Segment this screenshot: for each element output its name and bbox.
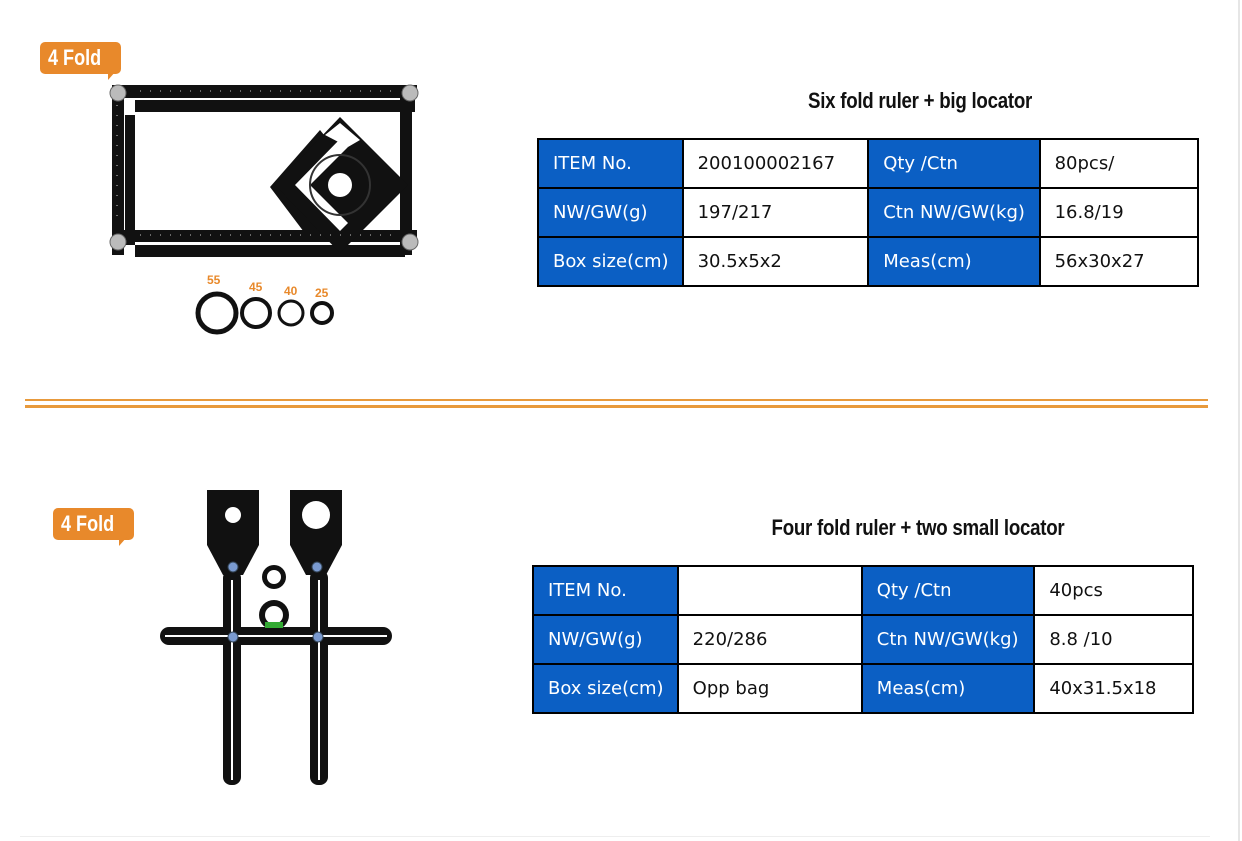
spec-label: Box size(cm) [537, 236, 684, 287]
spec-value: Opp bag [676, 663, 863, 714]
table-row: Box size(cm) Opp bag Meas(cm) 40x31.5x18 [532, 663, 1194, 714]
locator-rings-image [195, 291, 334, 335]
table-row: ITEM No. 200100002167 Qty /Ctn 80pcs/ [537, 138, 1200, 189]
spec-value: 40pcs [1033, 565, 1194, 616]
product-title: Four fold ruler + two small locator [771, 515, 1065, 540]
spec-value: 80pcs/ [1038, 138, 1200, 189]
table-row: ITEM No. Qty /Ctn 40pcs [532, 565, 1194, 616]
spec-label: Meas(cm) [860, 663, 1036, 714]
spec-value: 56x30x27 [1038, 236, 1200, 287]
spec-table: ITEM No. 200100002167 Qty /Ctn 80pcs/ NW… [537, 138, 1200, 287]
spec-label: NW/GW(g) [532, 614, 679, 665]
section-divider [25, 405, 1208, 408]
spec-value: 220/286 [676, 614, 863, 665]
divider [20, 836, 1210, 837]
ring-size-label: 40 [284, 284, 298, 298]
ring-size-label: 55 [207, 273, 221, 287]
section-divider [25, 399, 1208, 401]
table-row: NW/GW(g) 220/286 Ctn NW/GW(kg) 8.8 /10 [532, 614, 1194, 665]
spec-value: 30.5x5x2 [681, 236, 870, 287]
spec-label: Qty /Ctn [860, 565, 1036, 616]
spec-label: Meas(cm) [867, 236, 1041, 287]
spec-value: 200100002167 [681, 138, 870, 189]
spec-label: Ctn NW/GW(kg) [867, 187, 1041, 238]
spec-label: Box size(cm) [532, 663, 679, 714]
ring-size-label: 25 [315, 286, 329, 300]
spec-label: NW/GW(g) [537, 187, 684, 238]
spec-label: ITEM No. [532, 565, 679, 616]
spec-label: ITEM No. [537, 138, 684, 189]
page-edge [1238, 0, 1240, 841]
spec-value: 16.8/19 [1038, 187, 1200, 238]
spec-label: Qty /Ctn [867, 138, 1041, 189]
spec-label: Ctn NW/GW(kg) [860, 614, 1036, 665]
table-row: Box size(cm) 30.5x5x2 Meas(cm) 56x30x27 [537, 236, 1200, 287]
fold-badge: 4 Fold [53, 508, 134, 546]
table-row: NW/GW(g) 197/217 Ctn NW/GW(kg) 16.8/19 [537, 187, 1200, 238]
spec-value: 197/217 [681, 187, 870, 238]
spec-value: 40x31.5x18 [1033, 663, 1194, 714]
spec-table: ITEM No. Qty /Ctn 40pcs NW/GW(g) 220/286… [532, 565, 1194, 714]
product-title: Six fold ruler + big locator [807, 88, 1033, 113]
spec-value: 8.8 /10 [1033, 614, 1194, 665]
ring-size-label: 45 [249, 280, 263, 294]
fold-badge: 4 Fold [40, 42, 121, 80]
four-fold-ruler-image [160, 490, 392, 785]
six-fold-ruler-image [109, 84, 419, 257]
spec-value [676, 565, 863, 616]
